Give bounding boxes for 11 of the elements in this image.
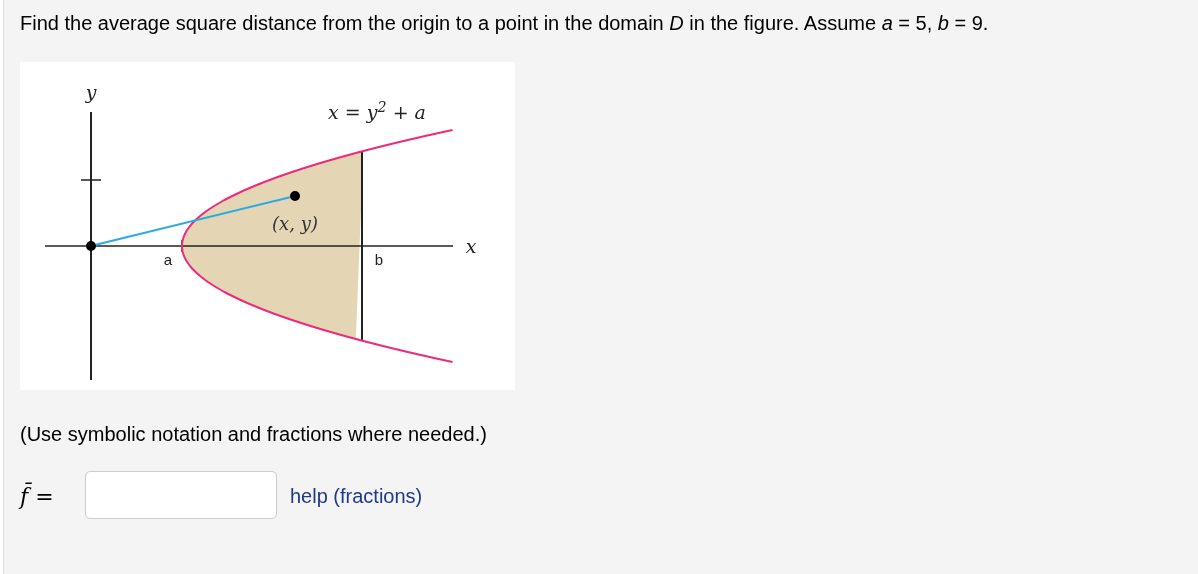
axis-label: x — [465, 233, 477, 259]
point-label: a — [163, 249, 173, 270]
line-segment — [94, 196, 292, 246]
question-text: Find the average square distance from the origin to a point in the domain D in the figure. Assume a = 5, b = 9. — [20, 11, 990, 36]
point-label: b — [374, 249, 384, 270]
answer-prompt: f̄ = — [20, 481, 54, 511]
axis-label: y — [85, 79, 97, 105]
point-label: (x, y) — [272, 211, 318, 236]
curve-equation: x = y$^{2}$ + a — [328, 97, 426, 125]
help-link: help (fractions) — [290, 484, 423, 509]
instruction-text: (Use symbolic notation and fractions where needed.) — [20, 422, 487, 447]
